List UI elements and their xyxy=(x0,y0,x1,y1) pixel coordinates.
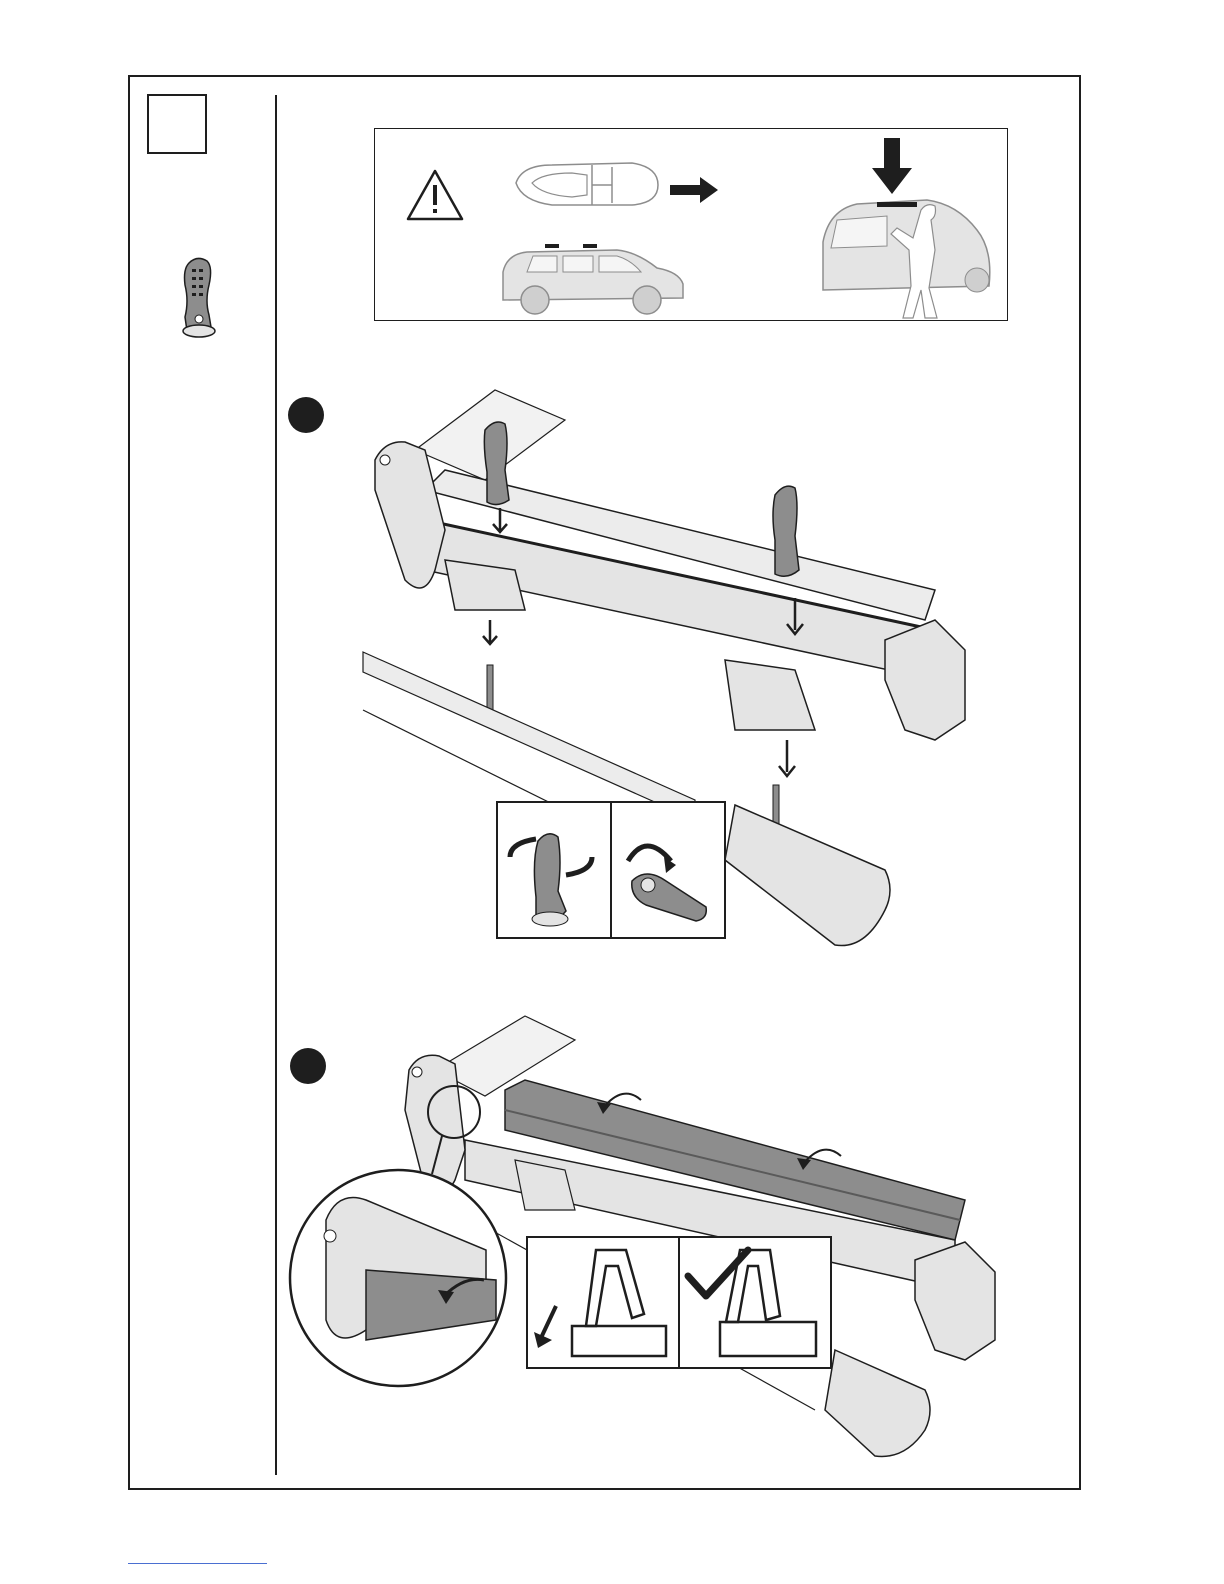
step-2-detail-magnifier xyxy=(286,1080,526,1390)
footer-link-line xyxy=(128,1563,267,1564)
arrow-right-icon xyxy=(670,177,720,203)
step-2-inset-panel xyxy=(526,1236,832,1369)
step-2-marker xyxy=(290,1048,326,1084)
step-number-box xyxy=(147,94,207,154)
column-divider xyxy=(275,95,277,1475)
car-rear-with-person-illustration xyxy=(817,190,997,320)
arrow-down-icon xyxy=(872,138,912,194)
car-side-view-illustration xyxy=(497,232,687,322)
warning-triangle-icon xyxy=(405,168,465,222)
step-1-inset-panel xyxy=(496,801,726,939)
sidebar-clamp-knob-illustration xyxy=(175,255,225,345)
bar-profile-outline-illustration xyxy=(512,155,662,215)
step-1-marker xyxy=(288,397,324,433)
